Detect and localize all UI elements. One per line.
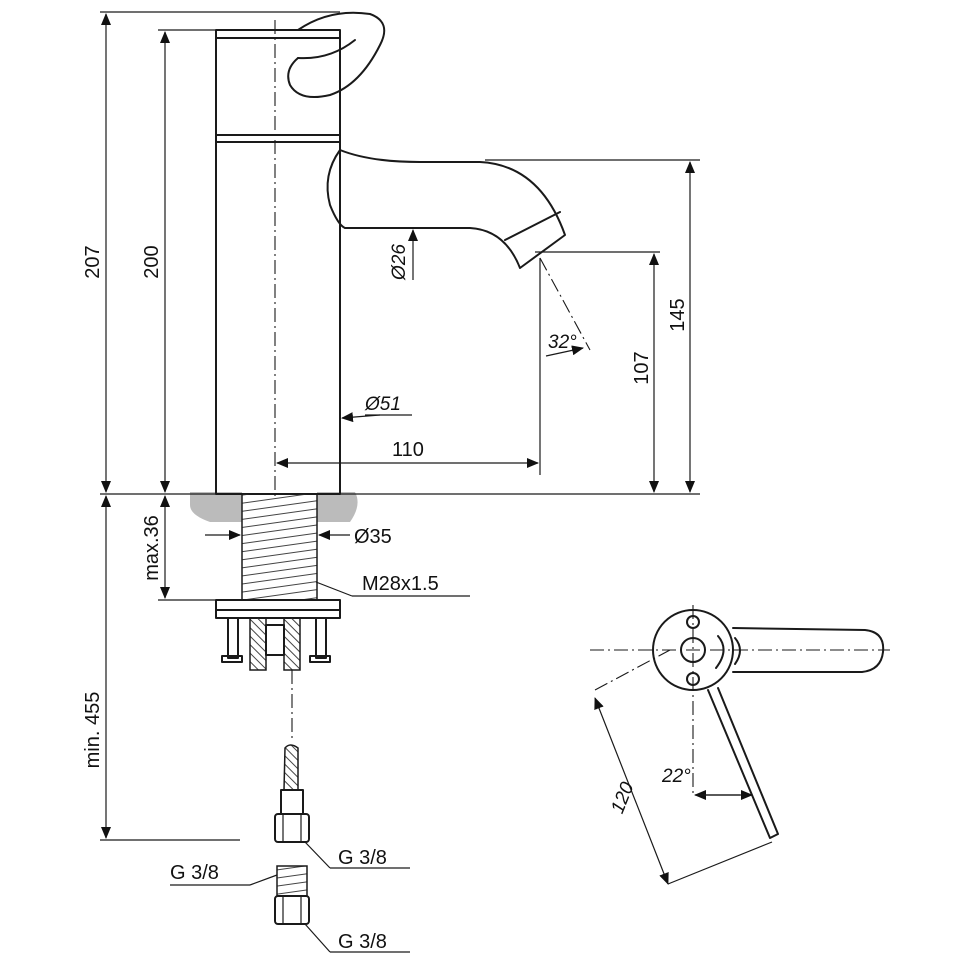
fixing-plate — [215, 599, 341, 611]
dim-145: 145 — [667, 298, 689, 331]
label-hose-connector: G 3/8 — [338, 847, 387, 869]
lever-handle-top — [732, 627, 885, 673]
countertop-section — [190, 492, 242, 522]
dim-207: 207 — [82, 245, 104, 278]
dim-max-thickness: max.36 — [141, 515, 163, 581]
faucet-elevation — [190, 11, 566, 925]
adapter-fitting — [274, 865, 310, 925]
dim-lever-angle: 22° — [661, 766, 691, 787]
dim-110: 110 — [392, 439, 424, 461]
dim-107: 107 — [631, 351, 653, 384]
dim-lever-length: 120 — [607, 779, 639, 817]
cartridge-cap — [215, 29, 341, 143]
countertop-section-right — [317, 492, 358, 522]
dim-min-hose: min. 455 — [82, 692, 104, 769]
label-adapter-left: G 3/8 — [170, 862, 219, 884]
flexible-hose — [274, 744, 310, 843]
dim-spout-angle: 32° — [548, 332, 577, 353]
lever-top-view — [590, 605, 890, 885]
fixing-studs — [221, 617, 331, 671]
dim-body-diameter: Ø51 — [364, 394, 401, 415]
threaded-shank — [241, 493, 318, 601]
faucet-body — [215, 141, 341, 495]
dim-spout-diameter: Ø26 — [389, 244, 410, 281]
dimension-lines — [100, 11, 700, 953]
spout — [339, 149, 566, 269]
label-adapter-bottom: G 3/8 — [338, 931, 387, 953]
dim-200: 200 — [141, 245, 163, 278]
dim-thread: M28x1.5 — [362, 573, 439, 595]
lever-rotated — [707, 687, 779, 839]
dim-shank-diameter: Ø35 — [354, 526, 392, 548]
lever-handle-side — [287, 11, 386, 98]
